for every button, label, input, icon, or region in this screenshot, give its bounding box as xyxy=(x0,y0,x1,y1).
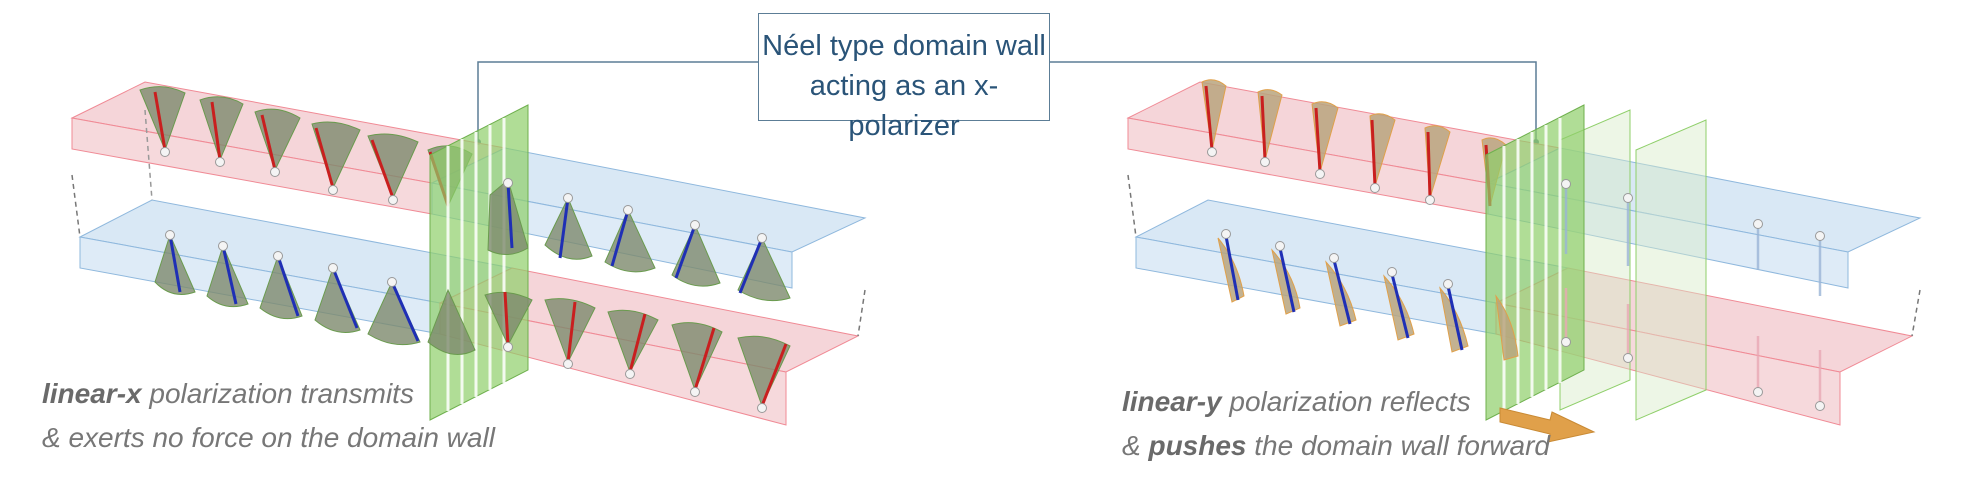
leader-line-right xyxy=(1050,61,1537,140)
left-upper-right-cones xyxy=(487,178,791,302)
right-lower-left-cones xyxy=(1217,229,1519,361)
right-domain-wall xyxy=(1485,104,1707,421)
left-panel xyxy=(70,81,867,426)
right-caption-term: linear-y xyxy=(1122,386,1222,417)
right-lower-right-spins xyxy=(1561,288,1825,411)
callout-line-2: acting as an x-polarizer xyxy=(809,70,999,142)
left-lower-left-cones xyxy=(154,230,476,355)
leader-line-left xyxy=(477,61,758,140)
left-caption-term: linear-x xyxy=(42,378,142,409)
domain-wall-callout: Néel type domain wall acting as an x-pol… xyxy=(758,13,1050,142)
left-caption: linear-x polarization transmits & exerts… xyxy=(42,372,495,460)
callout-line-1: Néel type domain wall xyxy=(762,30,1046,62)
left-caption-line-1: linear-x polarization transmits xyxy=(42,372,495,416)
right-caption: linear-y polarization reflects & pushes … xyxy=(1122,380,1550,468)
right-caption-line-2: & pushes the domain wall forward xyxy=(1122,424,1550,468)
right-panel xyxy=(1126,79,1922,443)
right-caption-line-1: linear-y polarization reflects xyxy=(1122,380,1550,424)
right-caption-prefix: & xyxy=(1122,430,1149,461)
left-caption-rest: polarization transmits xyxy=(141,378,414,409)
right-caption-line-2-rest: the domain wall forward xyxy=(1246,430,1550,461)
force-arrow xyxy=(1499,407,1596,443)
left-lower-right-cones xyxy=(484,291,791,413)
right-caption-rest: polarization reflects xyxy=(1221,386,1471,417)
right-caption-pushes: pushes xyxy=(1148,430,1247,461)
left-caption-line-2: & exerts no force on the domain wall xyxy=(42,422,495,453)
right-upper-right-spins xyxy=(1561,179,1825,296)
